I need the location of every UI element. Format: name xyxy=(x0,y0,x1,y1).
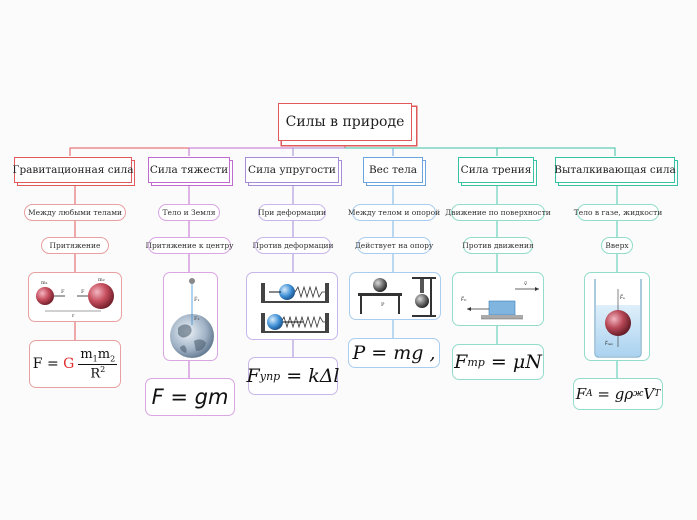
formula-sub2: ж xyxy=(633,389,644,399)
formula-sub3: T xyxy=(654,389,661,399)
fact-text: Действует на опору xyxy=(354,241,434,250)
fact-text: Вверх xyxy=(605,241,629,250)
formula-sub: A xyxy=(586,389,593,399)
fact-friction-1[interactable]: Движение по поверхности xyxy=(445,204,551,221)
fact-gravity-1[interactable]: Между любыми телами xyxy=(24,204,126,221)
label-ftr: F⃗ₜᵣ xyxy=(461,296,467,303)
label-m1: m₁ xyxy=(41,280,48,286)
fact-text: Притяжение к центру xyxy=(145,241,234,250)
fact-friction-2[interactable]: Против движения xyxy=(462,237,534,254)
two-masses-icon: m₁ m₂ F F r xyxy=(36,277,114,319)
formula-main: F xyxy=(454,351,468,373)
topic-label: Сила трения xyxy=(460,164,532,176)
weight-icon: P xyxy=(358,277,436,317)
fact-text: Между любыми телами xyxy=(27,208,123,217)
formula-weight: P = mg , xyxy=(348,338,440,368)
fact-gravity-2[interactable]: Притяжение xyxy=(41,237,109,254)
fact-text: Движение по поверхности xyxy=(445,208,551,217)
formula-main: F xyxy=(575,385,587,403)
image-weight: P xyxy=(349,272,441,320)
image-beaker: F⃗ₐ F⃗ₜₐₘ xyxy=(584,272,650,361)
fact-text: Тело и Земля xyxy=(162,208,216,217)
fact-text: Против деформации xyxy=(252,241,334,250)
fact-buoyancy-1[interactable]: Тело в газе, жидкости xyxy=(573,204,663,221)
formula-sub: упр xyxy=(259,369,281,383)
fact-text: Тело в газе, жидкости xyxy=(573,208,663,217)
fact-weight-2[interactable]: Действует на опору xyxy=(354,237,434,254)
label-ft: F⃗ₜₐₘ xyxy=(605,340,614,347)
formula-sub: тр xyxy=(467,355,485,369)
topic-weight[interactable]: Вес тела xyxy=(363,157,423,183)
topic-gravity-force[interactable]: Сила тяжести xyxy=(148,157,230,183)
fact-weight-1[interactable]: Между телом и опорой xyxy=(348,204,440,221)
image-friction: v⃗ F⃗ₜᵣ xyxy=(452,272,544,326)
earth-icon: F̅₁ F₂ xyxy=(170,278,214,358)
label-f2: F₂ xyxy=(194,316,199,322)
formula-numerator: m1m2 xyxy=(78,347,118,365)
fact-text: Притяжение xyxy=(49,241,101,250)
topic-gravity[interactable]: Гравитационная сила xyxy=(12,157,134,183)
topic-buoyancy[interactable]: Выталкивающая сила xyxy=(554,157,676,183)
num-m2: m xyxy=(97,347,111,363)
formula-rest2: V xyxy=(643,385,655,403)
formula-rest: = kΔl xyxy=(280,365,340,387)
fact-elasticity-2[interactable]: Против деформации xyxy=(252,237,334,254)
formula-denominator: R2 xyxy=(90,365,105,381)
fact-gravity-force-2[interactable]: Притяжение к центру xyxy=(145,237,234,254)
fact-text: Против движения xyxy=(462,241,534,250)
topic-label: Сила упругости xyxy=(248,164,336,176)
topic-label: Гравитационная сила xyxy=(12,164,134,176)
image-springs xyxy=(246,272,338,340)
formula-gravitation: F = G m1m2 R2 xyxy=(29,340,121,388)
fact-elasticity-1[interactable]: При деформации xyxy=(258,204,326,221)
label-f2: F xyxy=(81,289,85,295)
label-f: F̅₁ xyxy=(194,295,199,303)
topic-label: Вес тела xyxy=(368,164,418,176)
label-v: v⃗ xyxy=(524,281,527,287)
formula-rest: = gρ xyxy=(592,385,634,403)
root-topic[interactable]: Силы в природе xyxy=(278,103,412,141)
fact-text: Между телом и опорой xyxy=(347,208,441,217)
sub-2: 2 xyxy=(110,354,116,364)
den-r: R xyxy=(90,365,101,381)
label-m2: m₂ xyxy=(98,277,105,283)
formula-rest: = μN xyxy=(484,351,542,373)
sub-1: 1 xyxy=(92,354,98,364)
topic-label: Сила тяжести xyxy=(149,164,229,176)
formula-text: F = gm xyxy=(151,385,229,409)
fact-gravity-force-1[interactable]: Тело и Земля xyxy=(158,204,220,221)
num-m1: m xyxy=(80,347,93,363)
image-earth: F̅₁ F₂ xyxy=(163,272,218,361)
image-gravitation: m₁ m₂ F F r xyxy=(28,272,122,322)
fact-buoyancy-2[interactable]: Вверх xyxy=(601,237,633,254)
formula-fraction: m1m2 R2 xyxy=(78,347,118,381)
formula-gravity: F = gm xyxy=(145,378,235,416)
exp-2: 2 xyxy=(100,364,106,374)
formula-main: F xyxy=(246,365,260,387)
formula-g: G xyxy=(63,356,75,372)
label-r: r xyxy=(72,313,75,319)
label-p: P xyxy=(381,302,385,308)
topic-elasticity[interactable]: Сила упругости xyxy=(245,157,339,183)
fact-text: При деформации xyxy=(257,208,327,217)
root-title: Силы в природе xyxy=(285,114,405,130)
topic-friction[interactable]: Сила трения xyxy=(458,157,534,183)
formula-prefix: F = xyxy=(32,356,64,372)
friction-icon: v⃗ F⃗ₜᵣ xyxy=(461,281,539,320)
label-f1: F xyxy=(61,289,65,295)
beaker-icon: F⃗ₐ F⃗ₜₐₘ xyxy=(594,279,642,358)
topic-label: Выталкивающая сила xyxy=(554,164,676,176)
spring-icon xyxy=(261,283,329,333)
label-fa: F⃗ₐ xyxy=(620,294,625,301)
formula-text: P = mg , xyxy=(352,342,436,364)
